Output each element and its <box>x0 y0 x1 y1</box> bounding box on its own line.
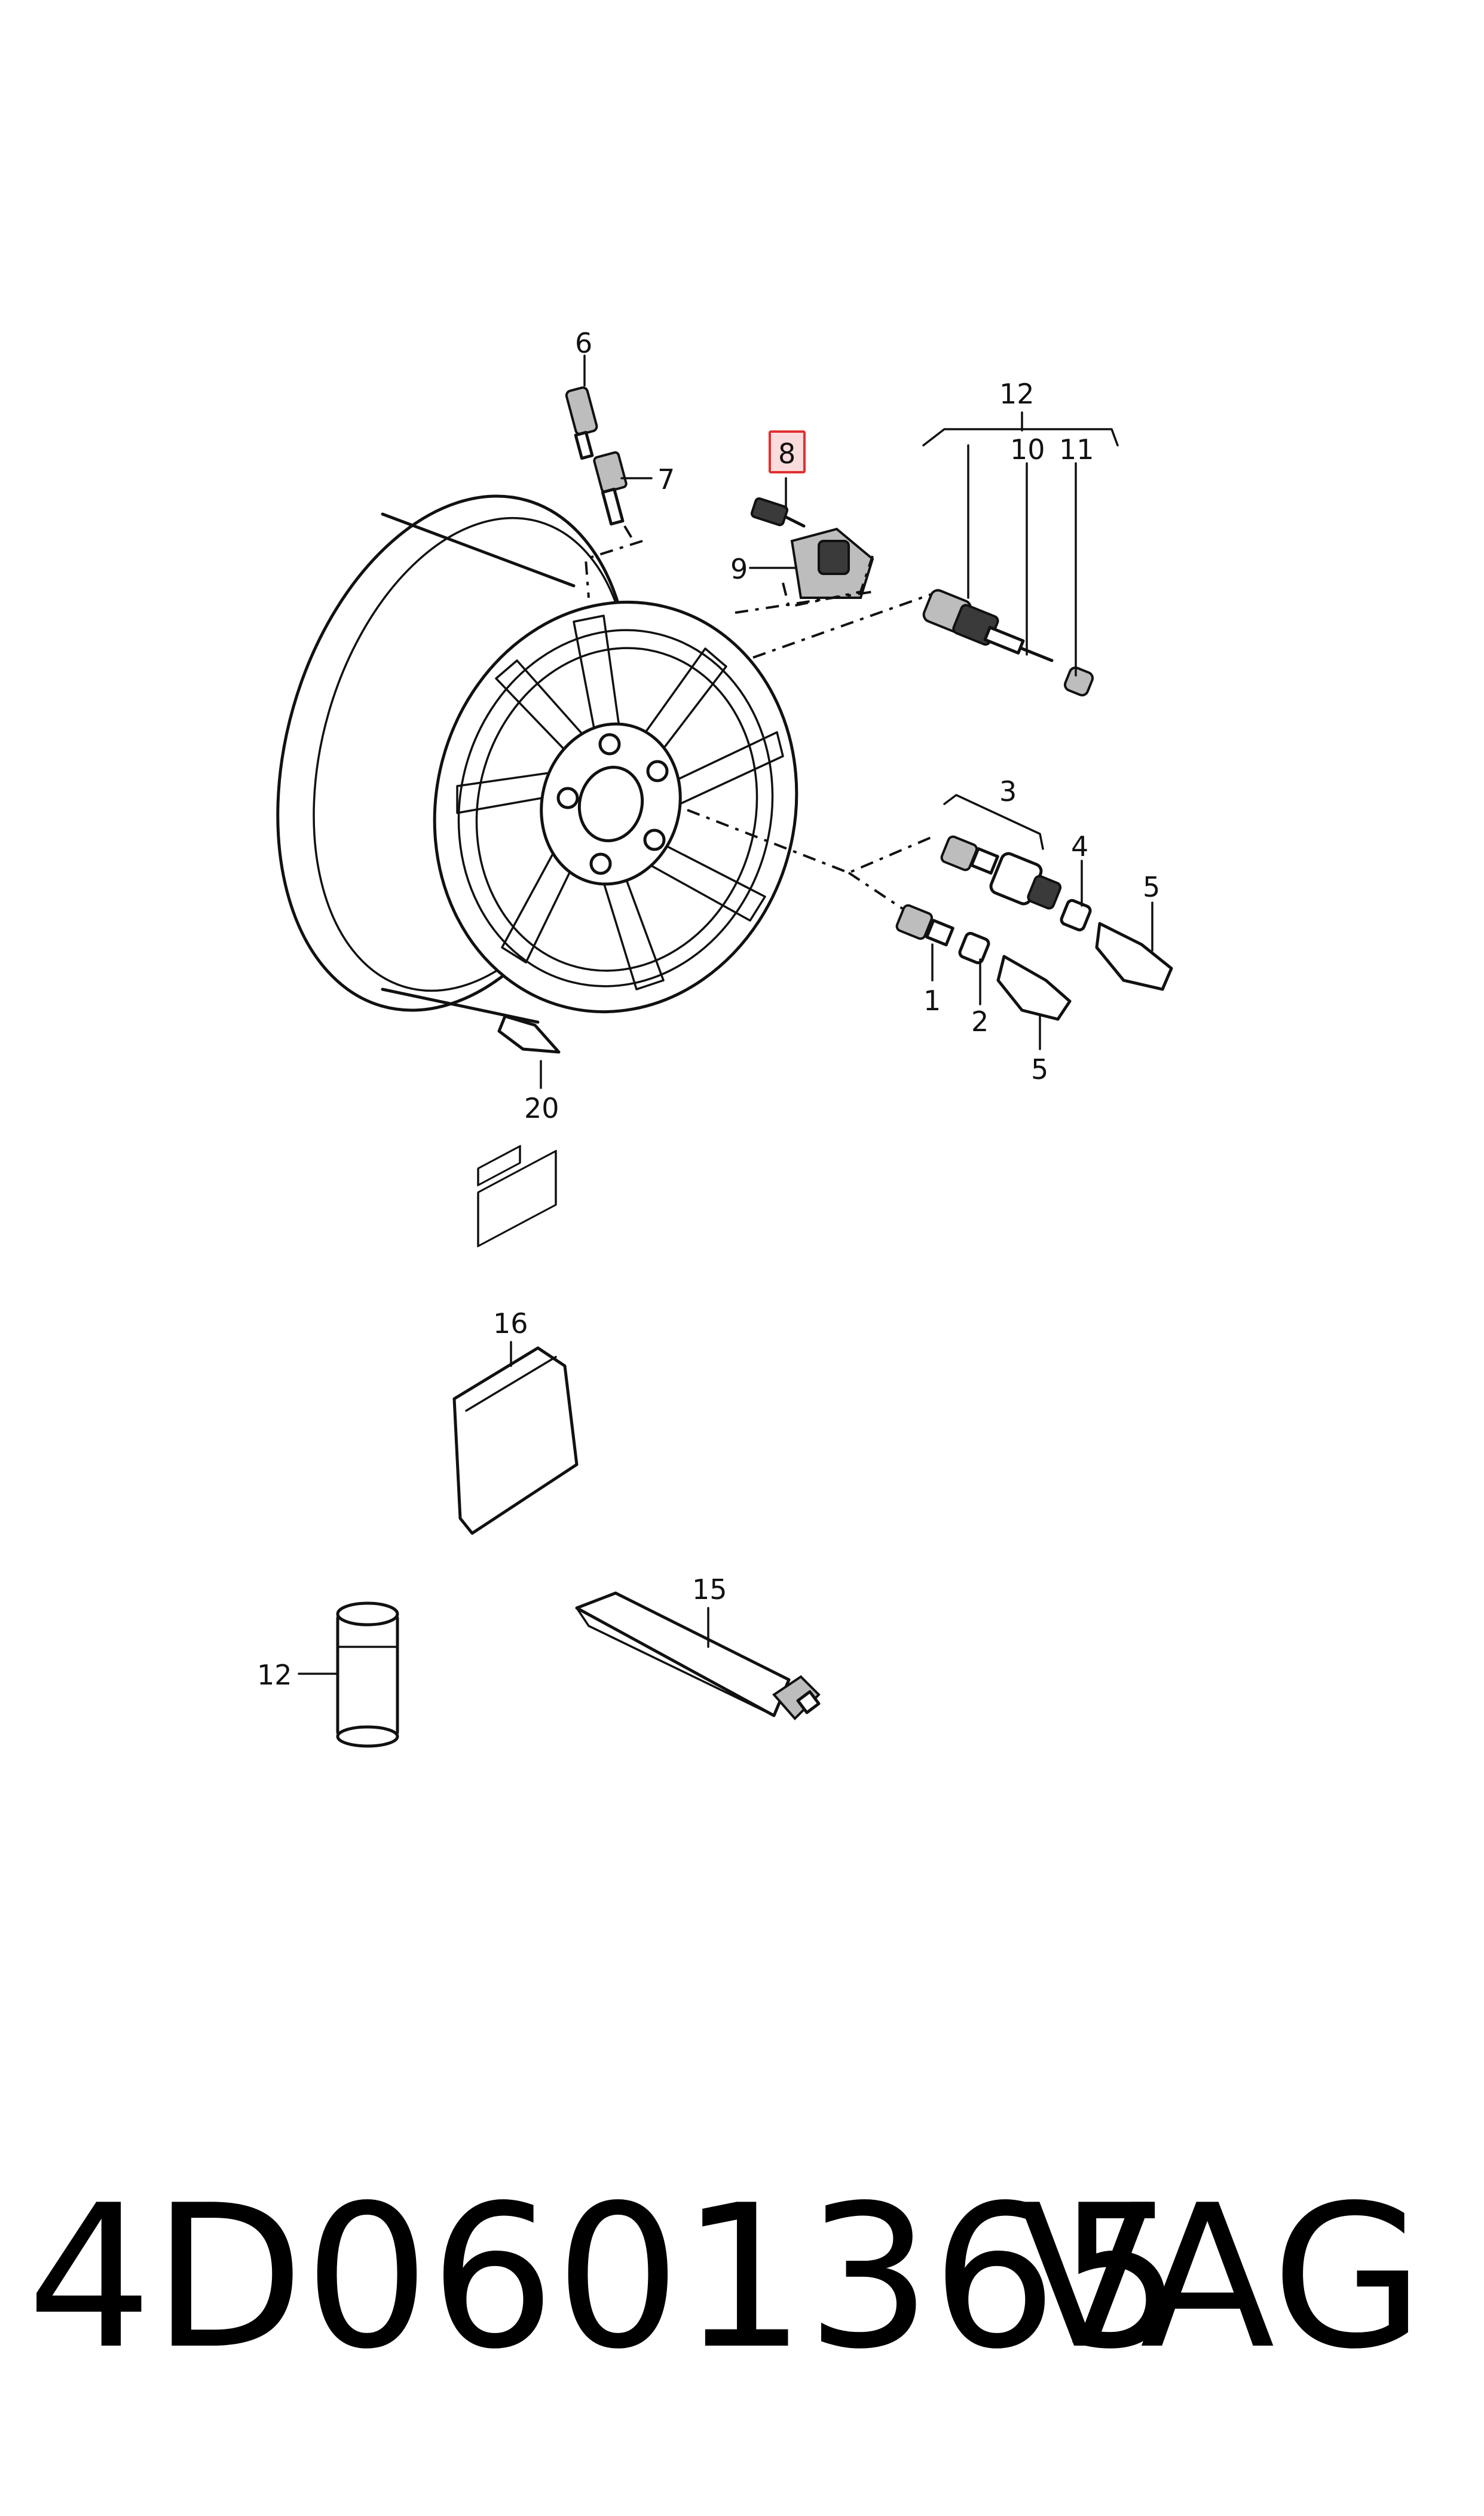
part-number: 4D0601365 <box>27 2163 1183 2392</box>
callout-15: 15 <box>692 1573 727 1606</box>
callout-8: 8 <box>778 438 795 470</box>
callout-9: 9 <box>730 553 748 585</box>
footer: 4D0601365 VAG <box>0 2152 1484 2403</box>
callout-labels: 6 7 8 9 12 10 11 3 4 5 1 2 5 20 16 12 15 <box>257 327 1160 1691</box>
tpms-valve-assembly <box>922 428 1119 697</box>
brand-label: VAG <box>1017 2163 1424 2392</box>
callout-14: 12 <box>257 1659 292 1691</box>
callout-3: 3 <box>999 775 1017 808</box>
callout-10: 10 <box>1010 433 1045 466</box>
callout-16: 16 <box>493 1307 528 1340</box>
callout-2: 2 <box>971 1005 989 1038</box>
snap-in-valve-kit <box>895 794 1173 1021</box>
center-cap <box>497 1014 561 1054</box>
callout-1: 1 <box>923 985 941 1017</box>
callout-5-right: 5 <box>1143 871 1160 903</box>
callout-20: 20 <box>524 1092 559 1124</box>
callout-6: 6 <box>575 327 592 359</box>
alloy-wheel <box>276 494 798 1024</box>
wheel-bolt-card <box>452 1145 579 1535</box>
callout-5-bottom: 5 <box>1031 1053 1048 1086</box>
callout-4: 4 <box>1071 830 1088 863</box>
callout-12: 12 <box>999 378 1035 410</box>
callout-8-highlight <box>769 430 806 473</box>
callout-11: 11 <box>1059 433 1094 466</box>
grease-tube <box>575 1591 821 1720</box>
leader-lines <box>298 354 1153 1675</box>
aerosol-can <box>336 1601 399 1748</box>
tpms-sensor <box>750 497 874 599</box>
callout-7: 7 <box>657 463 675 496</box>
valve-insert-and-body <box>565 386 635 542</box>
